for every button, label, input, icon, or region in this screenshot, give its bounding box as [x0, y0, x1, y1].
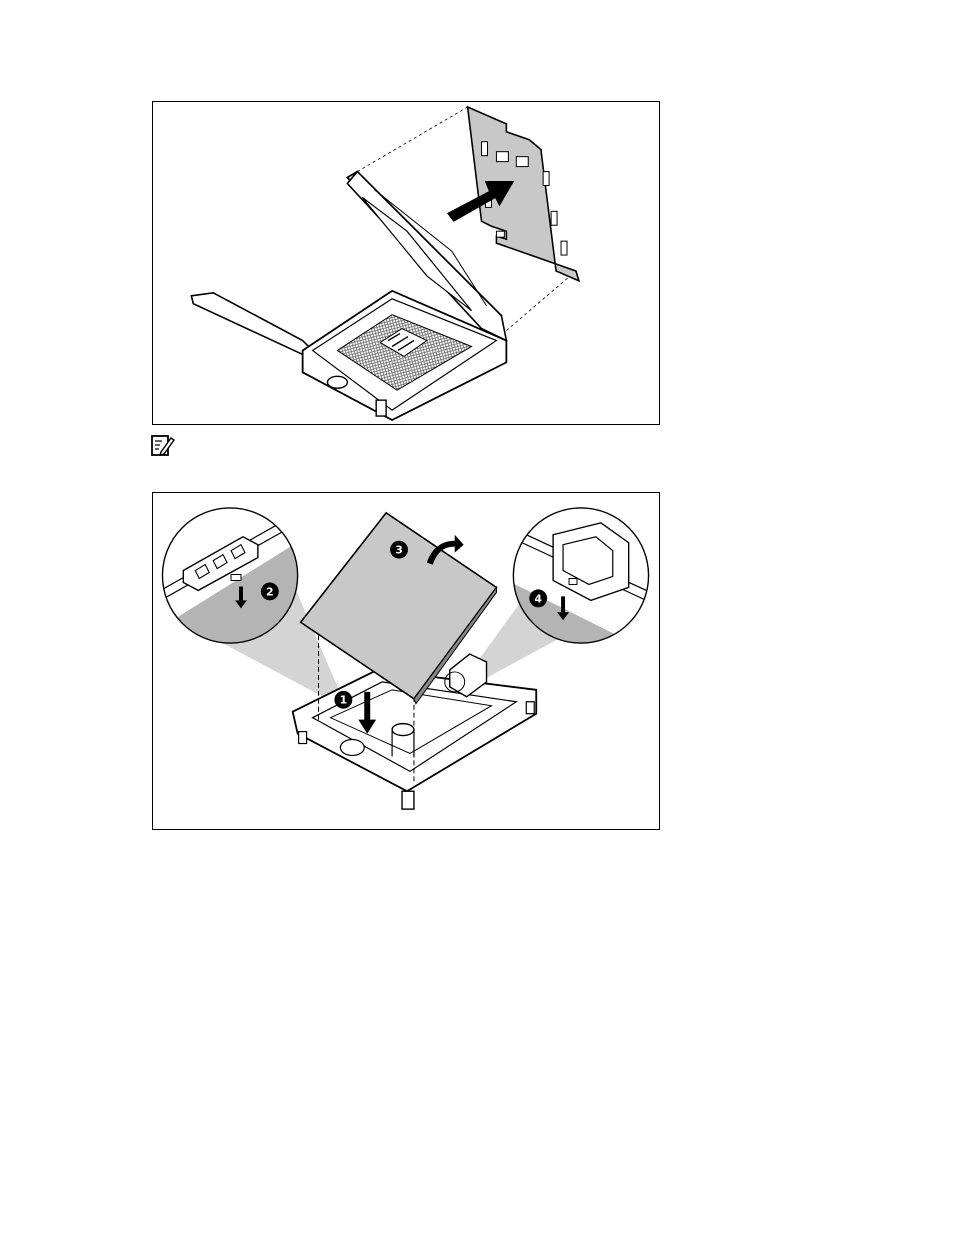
callout-4: 4 — [529, 589, 547, 607]
svg-text:1: 1 — [340, 694, 348, 707]
callout-1: 1 — [334, 691, 352, 709]
svg-text:4: 4 — [534, 592, 542, 605]
callout-2: 2 — [261, 582, 279, 600]
svg-text:3: 3 — [395, 544, 403, 557]
important-note-icon — [151, 434, 175, 458]
socket-lever-arm — [191, 293, 312, 355]
figure-install-socket-cover: 1 2 3 4 — [152, 492, 660, 830]
callout-3: 3 — [390, 541, 408, 559]
figure-remove-socket-cover — [152, 101, 660, 425]
socket-cover-removal-illustration — [153, 102, 659, 424]
svg-text:2: 2 — [266, 585, 274, 598]
socket-cover-installation-illustration: 1 2 3 4 — [153, 493, 659, 829]
